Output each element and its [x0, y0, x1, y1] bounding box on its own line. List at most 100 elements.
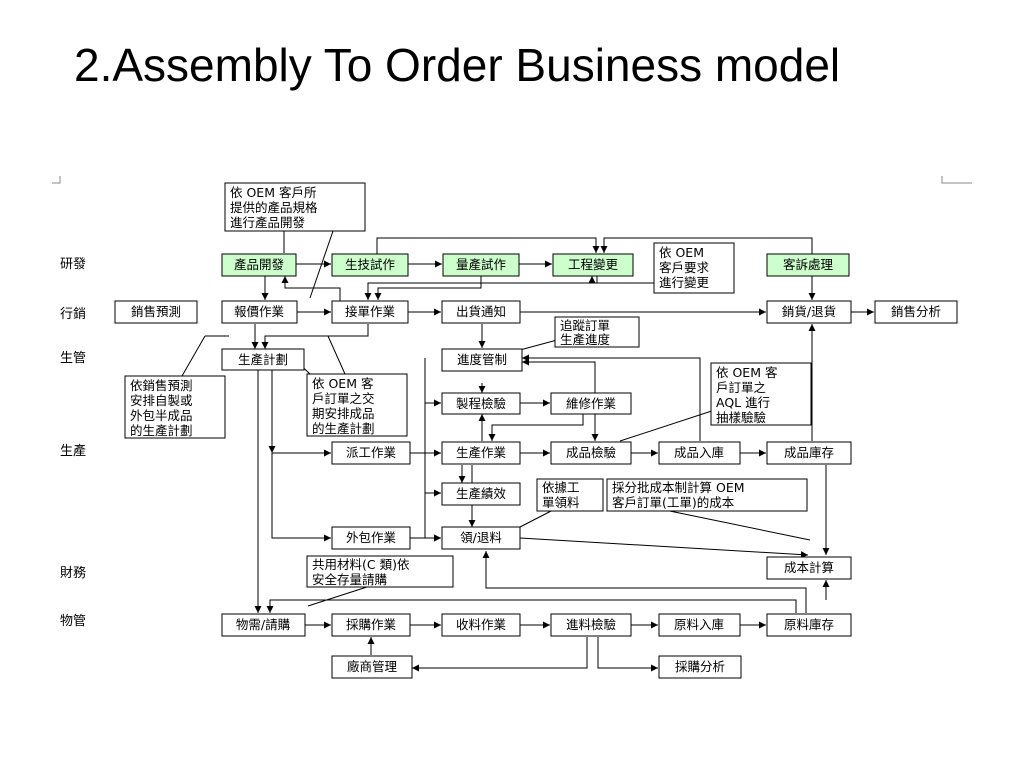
note-line: 依 OEM 客戶所 — [230, 185, 316, 200]
box-label: 生產作業 — [456, 445, 507, 460]
connector-arrow — [588, 276, 655, 284]
box-raw-inventory: 原料庫存 — [766, 613, 852, 637]
connector-line — [327, 335, 346, 375]
connector-arrow — [412, 637, 588, 672]
note-line: 抽樣驗驗 — [716, 410, 767, 425]
box-eng-change: 工程變更 — [552, 253, 634, 277]
box-repair: 維修作業 — [550, 392, 632, 415]
box-label: 採購作業 — [346, 617, 397, 632]
box-label: 採購分析 — [675, 659, 725, 674]
box-label: 量產試作 — [456, 257, 507, 272]
box-mass-trial: 量產試作 — [442, 253, 520, 277]
lane-labels: 研發 行銷 生管 生產 財務 物管 — [60, 257, 86, 629]
corner-mark — [52, 176, 61, 184]
note-line: 依據工 — [542, 480, 580, 495]
note-line: 進行產品開發 — [230, 215, 306, 230]
note-line: 依 OEM 客 — [312, 376, 374, 391]
box-sales-forecast: 銷售預測 — [114, 300, 198, 324]
note-oem-aql: 依 OEM 客 戶訂單之 AQL 進行 抽樣驗驗 — [710, 362, 812, 426]
box-sales-analysis: 銷售分析 — [874, 300, 958, 324]
connector-line — [659, 508, 811, 541]
box-label: 維修作業 — [566, 396, 617, 411]
box-label: 出貨通知 — [456, 304, 506, 319]
box-quotation: 報價作業 — [221, 300, 298, 324]
connector-line — [519, 339, 558, 351]
note-line: 依 OEM 客 — [716, 365, 778, 380]
connectors — [181, 230, 874, 672]
connector-arrow — [364, 276, 598, 300]
box-production-performance: 生產績效 — [441, 482, 521, 506]
note-line: 戶訂單之 — [716, 380, 767, 395]
box-label: 製程檢驗 — [456, 396, 507, 411]
box-material-issue: 領/退料 — [441, 526, 521, 550]
note-common-material: 共用材料(C 類)依 安全存量請購 — [306, 555, 454, 588]
note-line: 的生產計劃 — [312, 421, 375, 436]
box-complaint: 客訴處理 — [766, 253, 850, 277]
connector-arrow — [374, 276, 482, 300]
box-label: 派工作業 — [346, 445, 397, 460]
box-product-warehousing: 成品入庫 — [658, 441, 741, 465]
note-line: 安全存量請購 — [312, 572, 387, 587]
note-oem-order-plan: 依 OEM 客 戶訂單之交 期安排成品 的生產計劃 — [306, 373, 408, 437]
note-line: 客戶要求 — [659, 260, 710, 275]
connector-line — [181, 335, 206, 377]
box-purchase-analysis: 採購分析 — [658, 655, 742, 679]
box-tech-trial: 生技試作 — [331, 253, 409, 277]
note-line: 進行變更 — [659, 275, 710, 290]
connector-arrow — [522, 354, 701, 441]
connector-arrow — [424, 358, 441, 542]
box-sales-return: 銷貨/退貨 — [766, 300, 852, 324]
box-label: 領/退料 — [460, 530, 502, 545]
connector-arrow — [271, 453, 331, 542]
connector-line — [309, 230, 334, 299]
box-label: 生技試作 — [345, 257, 396, 272]
box-label: 生產計劃 — [238, 352, 288, 367]
note-line: 期安排成品 — [312, 406, 375, 421]
note-by-work-order: 依據工 單領料 — [536, 478, 604, 512]
note-line: 採分批成本制計算 OEM — [612, 480, 745, 495]
corner-mark — [941, 176, 972, 184]
box-receiving: 收料作業 — [441, 613, 521, 637]
box-label: 銷貨/退貨 — [782, 304, 836, 319]
box-incoming-inspection: 進料檢驗 — [550, 613, 632, 637]
note-line: 外包半成品 — [130, 408, 193, 423]
box-label: 工程變更 — [568, 257, 619, 272]
note-line: 安排自製或 — [130, 393, 193, 408]
note-line: 依銷售預測 — [130, 378, 193, 393]
connector-arrow — [519, 537, 809, 559]
box-order-taking: 接單作業 — [331, 300, 409, 324]
note-line: AQL 進行 — [716, 395, 770, 410]
box-label: 銷售分析 — [891, 304, 941, 319]
connector-arrow — [597, 637, 658, 672]
note-forecast-plan: 依銷售預測 安排自製或 外包半成品 的生產計劃 — [124, 375, 226, 439]
box-label: 生產績效 — [456, 486, 507, 501]
box-label: 成本計算 — [784, 560, 834, 575]
note-line: 依 OEM — [659, 245, 704, 260]
box-purchasing: 採購作業 — [331, 613, 411, 637]
box-cost-calc: 成本計算 — [766, 556, 852, 580]
page-title: 2.Assembly To Order Business model — [74, 39, 841, 91]
box-label: 接單作業 — [345, 304, 396, 319]
box-label: 物需/請購 — [236, 617, 290, 632]
lane-production: 生產 — [60, 443, 86, 459]
lane-materials: 物管 — [60, 614, 86, 629]
connector-arrow — [266, 599, 797, 613]
connector-arrow — [281, 276, 341, 302]
box-label: 外包作業 — [346, 530, 397, 545]
connector-arrow — [261, 324, 369, 349]
box-label: 客訴處理 — [783, 257, 834, 272]
box-product-inventory: 成品庫存 — [766, 441, 852, 465]
note-oem-change: 依 OEM 客戶要求 進行變更 — [653, 242, 735, 294]
box-label: 產品開發 — [234, 257, 285, 272]
box-label: 收料作業 — [456, 617, 507, 632]
box-label: 成品入庫 — [674, 445, 724, 460]
box-production-plan: 生產計劃 — [221, 348, 305, 371]
lane-production-control: 生管 — [60, 351, 86, 366]
box-label: 成品檢驗 — [566, 445, 617, 460]
note-track-order: 追蹤訂單 生產進度 — [554, 316, 640, 348]
box-label: 進料檢驗 — [566, 617, 617, 632]
connector-arrow — [522, 358, 596, 393]
box-label: 報價作業 — [234, 304, 285, 319]
box-label: 成品庫存 — [784, 445, 834, 460]
